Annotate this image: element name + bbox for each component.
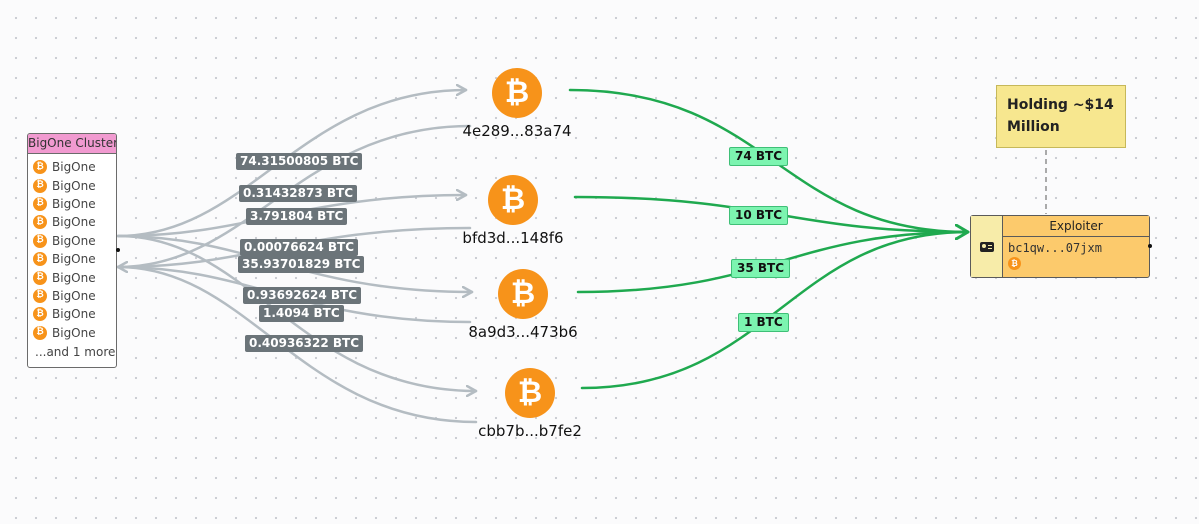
edge-amount-label[interactable]: 74.31500805 BTC: [236, 153, 363, 170]
cluster-list-item[interactable]: ₿ BigOne: [33, 213, 116, 231]
exploiter-side: [971, 216, 1003, 277]
cluster-list-item[interactable]: ₿ BigOne: [33, 287, 116, 305]
cluster-list-item[interactable]: ₿ BigOne: [33, 324, 116, 342]
edge-amount-label[interactable]: 35 BTC: [731, 259, 791, 278]
edge-amount-label[interactable]: 10 BTC: [729, 206, 789, 225]
edge-amount-label[interactable]: 74 BTC: [729, 147, 789, 166]
bitcoin-icon: ₿: [33, 252, 47, 267]
bitcoin-icon: ₿: [33, 215, 47, 230]
cluster-item-label: BigOne: [52, 215, 96, 230]
address-node-4e289[interactable]: ₿ 4e289...83a74: [452, 68, 582, 140]
edge-amount-label[interactable]: 1.4094 BTC: [259, 305, 344, 322]
bitcoin-icon: ₿: [33, 178, 47, 193]
cluster-item-label: BigOne: [52, 288, 96, 303]
cluster-more[interactable]: ...and 1 more: [35, 344, 116, 359]
cluster-port-right[interactable]: [116, 248, 120, 252]
bitcoin-icon: ₿: [33, 233, 47, 248]
cluster-list: ₿ BigOne ₿ BigOne ₿ BigOne ₿ BigOne ₿ BigOne ₿ BigO…: [28, 154, 116, 342]
bitcoin-icon: ₿: [33, 288, 47, 303]
edge-amount-label[interactable]: 1 BTC: [738, 313, 789, 332]
edge-cbb7b-to-exploiter: [580, 230, 970, 390]
bitcoin-icon: ₿: [33, 160, 47, 175]
exploiter-body: Exploiter bc1qw...07jxm ₿: [1003, 216, 1149, 277]
cluster-item-label: BigOne: [52, 325, 96, 340]
address-node-cbb7b[interactable]: ₿ cbb7b...b7fe2: [465, 368, 595, 440]
note-text: Holding ~$14 Million: [1007, 97, 1114, 135]
edge-amount-label[interactable]: 0.40936322 BTC: [245, 335, 364, 352]
bitcoin-icon: ₿: [33, 307, 47, 322]
bitcoin-icon: ₿: [33, 196, 47, 211]
address-label: 4e289...83a74: [462, 122, 572, 140]
exploiter-port-right[interactable]: [1148, 244, 1152, 248]
bitcoin-icon: ₿: [33, 270, 47, 285]
bitcoin-icon: ₿: [498, 269, 548, 319]
bitcoin-icon: ₿: [505, 368, 555, 418]
cluster-list-item[interactable]: ₿ BigOne: [33, 176, 116, 194]
address-node-bfd3d[interactable]: ₿ bfd3d...148f6: [448, 175, 578, 247]
edge-amount-label[interactable]: 0.00076624 BTC: [240, 239, 359, 256]
edge-amount-label[interactable]: 0.93692624 BTC: [243, 287, 362, 304]
cluster-list-item[interactable]: ₿ BigOne: [33, 158, 116, 176]
cluster-list-item[interactable]: ₿ BigOne: [33, 195, 116, 213]
holding-note[interactable]: Holding ~$14 Million: [996, 85, 1126, 148]
cluster-item-label: BigOne: [52, 160, 96, 175]
cluster-item-label: BigOne: [52, 196, 96, 211]
address-label: bfd3d...148f6: [462, 229, 564, 247]
bitcoin-icon: ₿: [492, 68, 542, 118]
cluster-item-label: BigOne: [52, 307, 96, 322]
bitcoin-icon: ₿: [488, 175, 538, 225]
address-label: 8a9d3...473b6: [468, 323, 578, 341]
cluster-item-label: BigOne: [52, 270, 96, 285]
edge-amount-label[interactable]: 3.791804 BTC: [246, 208, 348, 225]
edge-amount-label[interactable]: 0.31432873 BTC: [239, 185, 358, 202]
cluster-list-item[interactable]: ₿ BigOne: [33, 250, 116, 268]
exploiter-address: bc1qw...07jxm: [1008, 241, 1102, 255]
bitcoin-icon: ₿: [33, 325, 47, 340]
cluster-list-item[interactable]: ₿ BigOne: [33, 268, 116, 286]
address-label: cbb7b...b7fe2: [478, 422, 582, 440]
exploiter-title: Exploiter: [1003, 216, 1149, 237]
cluster-list-item[interactable]: ₿ BigOne: [33, 232, 116, 250]
cluster-item-label: BigOne: [52, 252, 96, 267]
cluster-list-item[interactable]: ₿ BigOne: [33, 305, 116, 323]
bigone-cluster[interactable]: BigOne Cluster ₿ BigOne ₿ BigOne ₿ BigOne ₿ Big…: [27, 133, 117, 368]
exploiter-node[interactable]: Exploiter bc1qw...07jxm ₿: [970, 215, 1150, 278]
address-node-8a9d3[interactable]: ₿ 8a9d3...473b6: [458, 269, 588, 341]
cluster-title: BigOne Cluster: [28, 134, 116, 154]
id-card-icon: [979, 241, 994, 252]
bitcoin-icon: ₿: [1008, 257, 1021, 270]
edge-amount-label[interactable]: 35.93701829 BTC: [238, 256, 365, 273]
cluster-item-label: BigOne: [52, 233, 96, 248]
cluster-item-label: BigOne: [52, 178, 96, 193]
